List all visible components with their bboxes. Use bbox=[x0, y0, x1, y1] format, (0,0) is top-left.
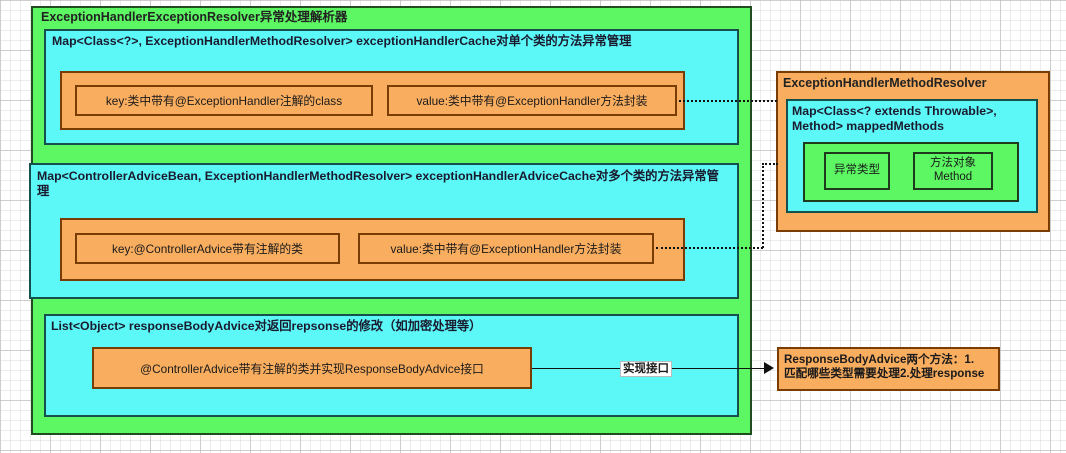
cache1-key-label: key:类中带有@ExceptionHandler注解的class bbox=[105, 94, 343, 108]
method-resolver-title: ExceptionHandlerMethodResolver bbox=[783, 76, 987, 90]
response-body-advice-list-title: List<Object> responseBodyAdvice对返回repson… bbox=[51, 319, 482, 333]
response-body-advice-item-label: @ControllerAdvice带有注解的类并实现ResponseBodyAd… bbox=[140, 361, 484, 376]
cache2-key-cell: key:@ControllerAdvice带有注解的类 bbox=[75, 233, 340, 264]
cache2-value-cell: value:类中带有@ExceptionHandler方法封装 bbox=[358, 233, 654, 264]
cache1-value-cell: value:类中带有@ExceptionHandler方法封装 bbox=[387, 85, 677, 116]
exception-type-label: 异常类型 bbox=[834, 164, 880, 177]
connector-cache2-top-segment bbox=[762, 163, 778, 165]
connector-implements-arrowhead bbox=[764, 362, 774, 374]
cache1-value-label: value:类中带有@ExceptionHandler方法封装 bbox=[416, 94, 648, 108]
connector-cache1-to-method-resolver bbox=[679, 100, 777, 102]
response-body-advice-info-box bbox=[777, 347, 1000, 391]
connector-cache2-to-method-resolver bbox=[656, 247, 763, 249]
connector-cache2-vertical bbox=[762, 163, 764, 248]
exception-type-cell: 异常类型 bbox=[824, 152, 890, 190]
cache1-key-cell: key:类中带有@ExceptionHandler注解的class bbox=[75, 85, 373, 116]
exception-handler-cache-title: Map<Class<?>, ExceptionHandlerMethodReso… bbox=[52, 34, 632, 48]
mapped-methods-title: Map<Class<? extends Throwable>, Method> … bbox=[792, 104, 997, 133]
exception-handler-advice-cache-title: Map<ControllerAdviceBean, ExceptionHandl… bbox=[37, 169, 719, 198]
response-body-advice-info-text: ResponseBodyAdvice两个方法：1. 匹配哪些类型需要处理2.处理… bbox=[784, 353, 985, 380]
cache2-key-label: key:@ControllerAdvice带有注解的类 bbox=[112, 242, 303, 256]
method-object-cell: 方法对象 Method bbox=[913, 152, 993, 190]
response-body-advice-item: @ControllerAdvice带有注解的类并实现ResponseBodyAd… bbox=[92, 347, 532, 389]
connector-implements-label: 实现接口 bbox=[620, 361, 672, 377]
method-object-label: 方法对象 Method bbox=[930, 157, 976, 183]
resolver-title: ExceptionHandlerExceptionResolver异常处理解析器 bbox=[41, 10, 348, 24]
cache2-value-label: value:类中带有@ExceptionHandler方法封装 bbox=[390, 242, 622, 256]
